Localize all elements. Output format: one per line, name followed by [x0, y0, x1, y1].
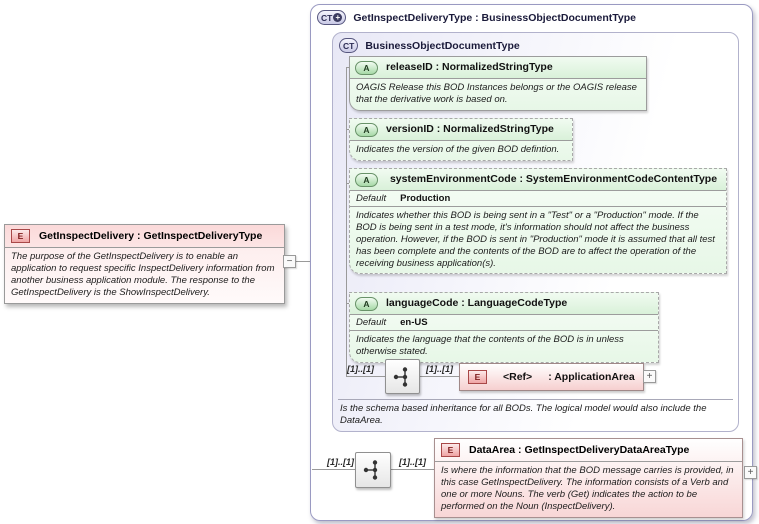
sequence-compositor-icon[interactable]	[385, 359, 420, 394]
sequence-glyph	[393, 366, 407, 387]
attribute-box-systemenvironmentcode[interactable]: A systemEnvironmentCode : SystemEnvironm…	[349, 168, 727, 275]
complextype-derived-icon: CT+	[317, 10, 347, 25]
attribute-icon: A	[355, 61, 378, 75]
stub-line	[346, 129, 349, 130]
attribute-doc: Indicates the language that the contents…	[356, 334, 624, 357]
expand-toggle[interactable]: +	[643, 370, 656, 383]
plus-badge-icon: +	[333, 13, 343, 22]
element-icon: E	[468, 370, 487, 384]
stub-line	[346, 67, 349, 68]
attribute-header: A versionID : NormalizedStringType	[350, 119, 572, 141]
attribute-default-row: Default en-US	[350, 315, 658, 331]
element-icon: E	[11, 229, 30, 243]
cardinality-label: [1]..[1]	[347, 364, 374, 374]
attribute-box-versionid[interactable]: A versionID : NormalizedStringType Indic…	[349, 118, 573, 161]
element-title: GetInspectDelivery : GetInspectDeliveryT…	[39, 230, 263, 242]
attribute-header: A systemEnvironmentCode : SystemEnvironm…	[350, 169, 726, 191]
attribute-header: A releaseID : NormalizedStringType	[350, 57, 646, 79]
attribute-doc: Indicates the version of the given BOD d…	[356, 144, 560, 155]
attribute-box-languagecode[interactable]: A languageCode : LanguageCodeType Defaul…	[349, 292, 659, 363]
attribute-title: releaseID : NormalizedStringType	[386, 61, 553, 73]
sequence-compositor-icon[interactable]	[355, 452, 391, 488]
attribute-icon: A	[355, 297, 378, 311]
cardinality-label: [1]..[1]	[426, 364, 453, 374]
complextype-container-getinspectdeliverytype[interactable]: CT+ GetInspectDeliveryType : BusinessObj…	[310, 4, 757, 521]
expand-toggle[interactable]: +	[744, 466, 757, 479]
element-header: E GetInspectDelivery : GetInspectDeliver…	[5, 225, 284, 248]
element-doc: The purpose of the GetInspectDelivery is…	[5, 248, 284, 303]
inner-title: BusinessObjectDocumentType	[365, 39, 520, 52]
default-label: Default	[356, 193, 387, 204]
stub-line	[346, 303, 349, 304]
ref-type-label: : ApplicationArea	[548, 371, 635, 383]
attribute-box-releaseid[interactable]: A releaseID : NormalizedStringType OAGIS…	[349, 56, 647, 111]
element-box-dataarea[interactable]: E DataArea : GetInspectDeliveryDataAreaT…	[434, 438, 743, 518]
stub-line	[346, 183, 349, 184]
attribute-doc: OAGIS Release this BOD Instances belongs…	[356, 82, 637, 105]
element-header: E DataArea : GetInspectDeliveryDataAreaT…	[435, 439, 742, 462]
inheritance-doc: Is the schema based inheritance for all …	[340, 403, 707, 426]
attribute-default-row: Default Production	[350, 191, 726, 207]
attribute-icon: A	[355, 173, 378, 187]
connector-line	[285, 261, 311, 262]
outer-header: CT+ GetInspectDeliveryType : BusinessObj…	[311, 5, 752, 25]
attribute-title: languageCode : LanguageCodeType	[386, 297, 568, 309]
cardinality-label: [1]..[1]	[399, 457, 426, 467]
cardinality-label: [1]..[1]	[327, 457, 354, 467]
complextype-icon: CT	[339, 38, 359, 53]
complextype-container-businessobjectdocumenttype[interactable]: CT BusinessObjectDocumentType A releaseI…	[332, 32, 739, 432]
attribute-doc: Indicates whether this BOD is being sent…	[356, 210, 715, 269]
element-box-getinspectdelivery[interactable]: E GetInspectDelivery : GetInspectDeliver…	[4, 224, 285, 304]
ref-label: <Ref>	[503, 371, 533, 383]
inner-header: CT BusinessObjectDocumentType	[333, 33, 738, 53]
attribute-spine-line	[346, 67, 347, 376]
element-icon: E	[441, 443, 460, 457]
attribute-header: A languageCode : LanguageCodeType	[350, 293, 658, 315]
attribute-title: versionID : NormalizedStringType	[386, 123, 554, 135]
outer-title: GetInspectDeliveryType : BusinessObjectD…	[353, 11, 636, 24]
sequence-glyph	[363, 460, 378, 480]
element-box-applicationarea[interactable]: E <Ref> : ApplicationArea	[459, 363, 644, 391]
collapse-toggle[interactable]: −	[283, 255, 296, 268]
element-doc: Is where the information that the BOD me…	[441, 465, 734, 512]
default-value: en-US	[400, 317, 428, 328]
default-value: Production	[400, 193, 451, 204]
attribute-title: systemEnvironmentCode : SystemEnvironmen…	[389, 173, 718, 185]
footer-separator	[338, 399, 733, 400]
element-title: DataArea : GetInspectDeliveryDataAreaTyp…	[469, 444, 690, 456]
attribute-icon: A	[355, 123, 378, 137]
default-label: Default	[356, 317, 387, 328]
